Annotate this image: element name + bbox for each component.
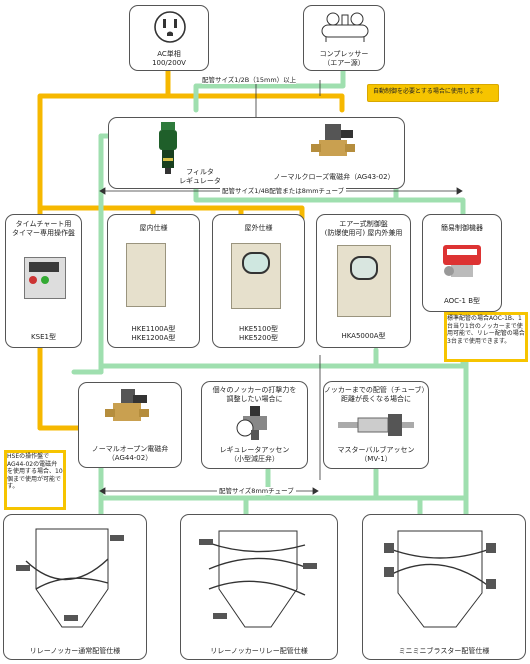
hopper-box-2: リレーノッカーリレー配管仕様	[180, 514, 338, 660]
note-hse-text: HSEの操作盤でAG44-02の電磁弁を使用する場合、10個まで使用が可能です。	[7, 453, 63, 507]
nc-valve-label: ノーマルクローズ電磁弁（AG43-02）	[273, 173, 395, 181]
regulator-label: レギュレータアッセン（小型減圧弁）	[219, 446, 290, 463]
kse1-panel	[24, 257, 66, 299]
hopper-label-3: ミニミニブラスター配管仕様	[398, 647, 490, 655]
no-valve-box: ノーマルオープン電磁弁（AG44-02）	[78, 382, 182, 468]
regulator-box: 個々のノッカーの打撃力を調整したい場合に レギュレータアッセン（小型減圧弁）	[201, 381, 308, 469]
compressor-icon	[321, 12, 369, 42]
hopper-diagram-3	[384, 530, 496, 628]
air-title: エアー式制御盤(防爆使用可) 屋内外兼用	[324, 220, 403, 237]
regulator-desc: 個々のノッカーの打撃力を調整したい場合に	[212, 386, 297, 403]
controller-kse1: タイムチャート用タイマー専用操作盤 KSE1型	[5, 214, 82, 348]
note-auto-control: 自動制御を必要とする場合に使用します。	[367, 84, 499, 102]
aoc-title: 簡易制御機器	[441, 224, 483, 232]
filter-label: フィルタレギュレータ	[179, 168, 221, 185]
outdoor-cabinet	[231, 243, 281, 309]
solenoid-valve-no-icon	[105, 389, 149, 421]
regulator-icon	[236, 406, 267, 440]
master-valve-box: ノッカーまでの配管（チューブ）距離が長くなる場合に マスターバルブアッセン（MV…	[323, 381, 429, 469]
hopper-label-1: リレーノッカー通常配管仕様	[29, 647, 121, 655]
filter-valve-box: フィルタレギュレータ ノーマルクローズ電磁弁（AG43-02）	[108, 117, 405, 189]
indoor-cabinet	[126, 243, 166, 307]
controller-air: エアー式制御盤(防爆使用可) 屋内外兼用 HKA5000A型	[316, 214, 411, 348]
compressor-box: コンプレッサー（エアー源）	[303, 5, 385, 71]
pipe-size-top-label: 配管サイズ1/2B（15mm）以上	[202, 76, 297, 84]
air-model: HKA5000A型	[341, 332, 386, 340]
hopper-box-1: リレーノッカー通常配管仕様	[3, 514, 147, 660]
filter-regulator-icon	[159, 122, 177, 174]
master-valve-icon	[338, 414, 414, 436]
hopper-label-2: リレーノッカーリレー配管仕様	[210, 647, 308, 655]
master-label: マスターバルブアッセン（MV-1）	[337, 446, 415, 463]
pipe-bottom-label: 配管サイズ8mmチューブ	[217, 487, 296, 495]
controller-aoc: 簡易制御機器 AOC-1 B型	[422, 214, 502, 312]
outdoor-title: 屋外仕様	[244, 224, 273, 232]
hopper-diagram-1	[16, 528, 124, 628]
compressor-label: コンプレッサー（エアー源）	[319, 50, 369, 67]
master-desc: ノッカーまでの配管（チューブ）距離が長くなる場合に	[324, 386, 429, 403]
hopper-box-3: ミニミニブラスター配管仕様	[362, 514, 526, 660]
kse1-model: KSE1型	[31, 333, 56, 341]
aoc-model: AOC-1 B型	[443, 297, 481, 305]
note-aoc-text: 標準配管の場合AOC-1B、1台当り1台のノッカーまで使用可能で、リレー配管の場…	[447, 315, 525, 359]
pipe-mid-label: 配管サイズ1/4B配管または8mmチューブ	[220, 187, 347, 195]
air-cabinet	[337, 245, 391, 317]
power-outlet-icon	[154, 11, 186, 43]
aoc-device-icon	[443, 245, 481, 277]
no-valve-label: ノーマルオープン電磁弁（AG44-02）	[91, 445, 169, 462]
kse1-title: タイムチャート用タイマー専用操作盤	[12, 220, 75, 237]
indoor-title: 屋内仕様	[139, 224, 168, 232]
solenoid-valve-nc-icon	[311, 124, 355, 156]
hopper-diagram-2	[199, 530, 317, 628]
